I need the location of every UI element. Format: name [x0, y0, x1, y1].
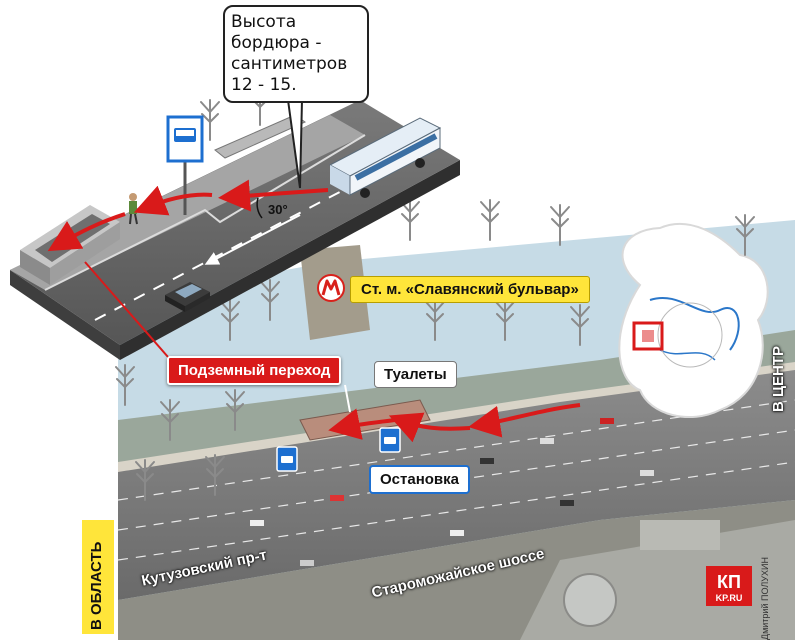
moscow-map-icon: [618, 222, 769, 418]
bus-icon: [328, 117, 442, 198]
kp-logo: КП KP.RU: [706, 566, 752, 606]
tree-icon: [205, 454, 225, 496]
diagram-lane-lines: [94, 149, 421, 321]
diagram-right-face: [120, 160, 460, 360]
street-3d-diagram: [10, 99, 460, 413]
round-building: [563, 573, 617, 627]
diagram-front-face: [10, 270, 120, 360]
kp-logo-icon: КП KP.RU: [706, 566, 752, 606]
route-arrows-diagram: [47, 179, 329, 252]
tree-icon: [550, 204, 570, 246]
sidewalk-strip: [118, 362, 795, 472]
toilets-label: Туалеты: [374, 361, 457, 388]
angle-label: 30°: [268, 202, 288, 217]
to-region-label: В ОБЛАСТЬ: [88, 541, 105, 630]
tree-icon: [735, 214, 755, 256]
metro-icon: [317, 274, 345, 302]
curb-line: [44, 134, 366, 291]
direction-arrow-icon: [468, 403, 581, 438]
tree-icon: [160, 399, 180, 441]
logo-main-text: КП: [717, 572, 741, 592]
underpass-label: Подземный переход: [167, 356, 342, 385]
leader-line: [344, 384, 351, 413]
direction-arrow-icon: [47, 212, 126, 252]
leader-line: [84, 261, 176, 366]
tree-icon: [225, 389, 245, 431]
direction-arrow-icon: [218, 179, 329, 212]
curb-height-callout: Высота бордюра - сантиметров 12 - 15.: [223, 5, 369, 103]
planter-box: [214, 114, 307, 159]
tree-icon: [480, 199, 500, 241]
logo-sub-text: KP.RU: [716, 593, 743, 603]
metro-station-label: Ст. м. «Славянский бульвар»: [350, 276, 590, 303]
bus-stop-sign-icon: [166, 115, 204, 215]
angle-arc: [256, 197, 263, 219]
bus-stop-sign-icon: [379, 427, 401, 453]
route-arrows-map: [328, 403, 581, 443]
author-credit: Дмитрий ПОЛУХИН: [760, 557, 770, 640]
tree-icon: [220, 299, 240, 341]
bus-stop-label: Остановка: [369, 465, 470, 494]
building-block: [640, 520, 720, 550]
tree-icon: [495, 299, 515, 341]
direction-arrow-icon: [328, 408, 396, 440]
aerial-map: [117, 220, 795, 640]
tree-icon: [400, 199, 420, 241]
car-icon: [165, 282, 210, 312]
tree-icon: [115, 364, 135, 406]
direction-arrow-icon: [133, 185, 213, 216]
bus-stop-sign-icon: [276, 446, 298, 472]
tree-icon: [425, 299, 445, 341]
to-center-label: В ЦЕНТР: [770, 346, 787, 412]
direction-arrow-icon: [388, 412, 471, 443]
to-region-label-box: В ОБЛАСТЬ: [82, 520, 114, 634]
tree-icon: [570, 304, 590, 346]
tree-icon: [135, 459, 155, 501]
tree-icon: [200, 99, 220, 141]
tree-icon: [260, 279, 280, 321]
direction-arrow-icon: [204, 214, 301, 265]
